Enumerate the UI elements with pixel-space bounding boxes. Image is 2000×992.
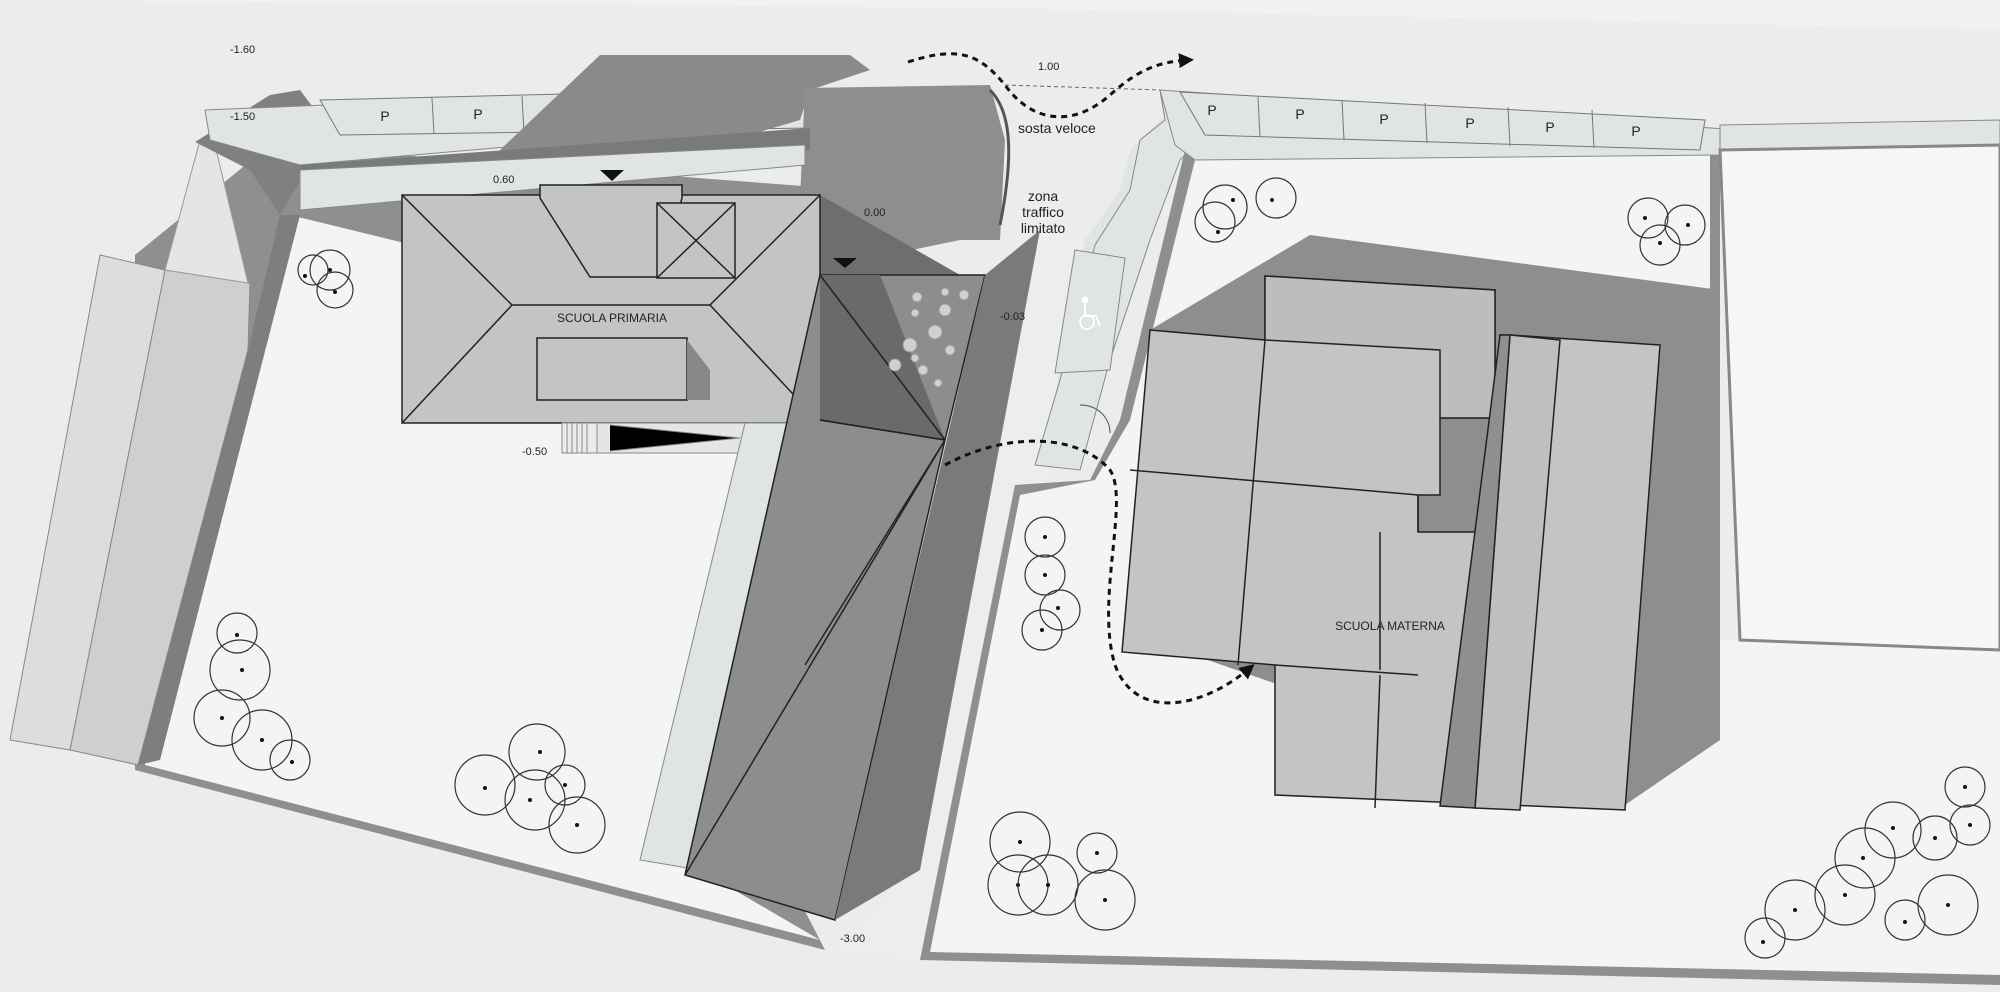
- tree-icon: [209, 639, 271, 701]
- ramp-creases: [684, 274, 946, 876]
- right-top-band: [1719, 119, 2000, 151]
- tree-icon: [508, 723, 566, 781]
- tree-icon: [1024, 516, 1066, 558]
- road-top-band: [0, 0, 2000, 30]
- tree-icon: [1884, 899, 1926, 941]
- tree-icon: [544, 764, 586, 806]
- tree-icon: [1076, 832, 1118, 874]
- tree-icon: [1074, 869, 1136, 931]
- tree-icon: [1744, 917, 1786, 959]
- parking-label: P: [1295, 106, 1304, 122]
- elevation-label: -1.60: [230, 44, 255, 56]
- tree-icon: [297, 254, 329, 286]
- tree-icon: [1202, 184, 1248, 230]
- tree-icon: [1917, 874, 1979, 936]
- tree-icon: [454, 754, 516, 816]
- tree-icon: [1814, 864, 1876, 926]
- central-ramp: [684, 274, 986, 921]
- parking-label: P: [1379, 111, 1388, 127]
- right-parking-labels: P P P P P P: [1207, 102, 1640, 139]
- tree-icon: [1024, 554, 1066, 596]
- tree-icon: [1255, 177, 1297, 219]
- wheelchair-icon: [1079, 296, 1101, 330]
- tree-icon: [269, 739, 311, 781]
- trees: [193, 177, 1991, 959]
- tree-icon: [1664, 204, 1706, 246]
- right-parking-row: [1179, 91, 1706, 151]
- parking-label: P: [473, 106, 482, 122]
- nursery-school-label: SCUOLA MATERNA: [1335, 619, 1445, 633]
- elevation-label: -3.00: [840, 933, 865, 945]
- accessible-parking-bay: [1054, 249, 1126, 374]
- primary-school-roof: [401, 184, 821, 424]
- limited-traffic-label-line1: zona: [1028, 188, 1059, 204]
- parking-label: P: [380, 108, 389, 124]
- tree-icon: [1912, 815, 1958, 861]
- parking-label: P: [1207, 102, 1216, 118]
- tree-icon: [989, 811, 1051, 873]
- tree-icon: [309, 249, 351, 291]
- elevation-label: 0.60: [493, 174, 514, 186]
- tree-icon: [1944, 766, 1986, 808]
- ramp-side-shadow: [835, 230, 1040, 920]
- central-road: [830, 230, 1085, 960]
- parking-label: P: [1631, 123, 1640, 139]
- tree-icon: [1764, 879, 1826, 941]
- right-neighbor-building: [1718, 143, 2000, 652]
- triangle-marker-icon: [833, 258, 857, 268]
- gate-curve: [1079, 404, 1111, 434]
- plaza-stones: [888, 287, 970, 388]
- tree-icon: [1194, 201, 1236, 243]
- quick-stop-label: sosta veloce: [1018, 120, 1096, 136]
- parking-label: P: [1465, 115, 1474, 131]
- tree-icon: [1021, 609, 1063, 651]
- tree-icon: [1949, 804, 1991, 846]
- tree-icon: [216, 612, 258, 654]
- triangle-marker-icon: [600, 170, 624, 181]
- primary-school-label: SCUOLA PRIMARIA: [557, 311, 667, 325]
- elevation-label: -0.03: [1000, 311, 1025, 323]
- elevation-label: 1.00: [1038, 61, 1059, 73]
- right-parking-dividers: [1257, 96, 1595, 149]
- tree-icon: [316, 271, 354, 309]
- limited-traffic-label-line3: limitato: [1021, 220, 1066, 236]
- walkway-curve: [988, 88, 1011, 226]
- elevation-label: -1.50: [230, 111, 255, 123]
- primary-stairs: [561, 422, 746, 454]
- parking-label: P: [1545, 119, 1554, 135]
- left-building-shadow: [138, 215, 300, 765]
- tree-icon: [1639, 224, 1681, 266]
- tree-icon: [1834, 827, 1896, 889]
- elevation-label: 0.00: [864, 207, 885, 219]
- dashed-arrow-icon: [944, 439, 1255, 705]
- tree-icon: [1864, 801, 1922, 859]
- guide-line: [1004, 84, 1161, 91]
- tree-icon: [548, 796, 606, 854]
- tree-icon: [1017, 854, 1079, 916]
- light-strip: [299, 144, 806, 211]
- tree-icon: [1627, 197, 1669, 239]
- dashed-arrow-icon: [907, 52, 1194, 119]
- nursery-school-roof: [1121, 275, 1661, 811]
- inner-court-shadow: [687, 340, 710, 400]
- tree-icon: [193, 689, 251, 747]
- left-building-2: [69, 269, 251, 766]
- limited-traffic-label-line2: traffico: [1022, 204, 1064, 220]
- elevation-label: -0.50: [522, 446, 547, 458]
